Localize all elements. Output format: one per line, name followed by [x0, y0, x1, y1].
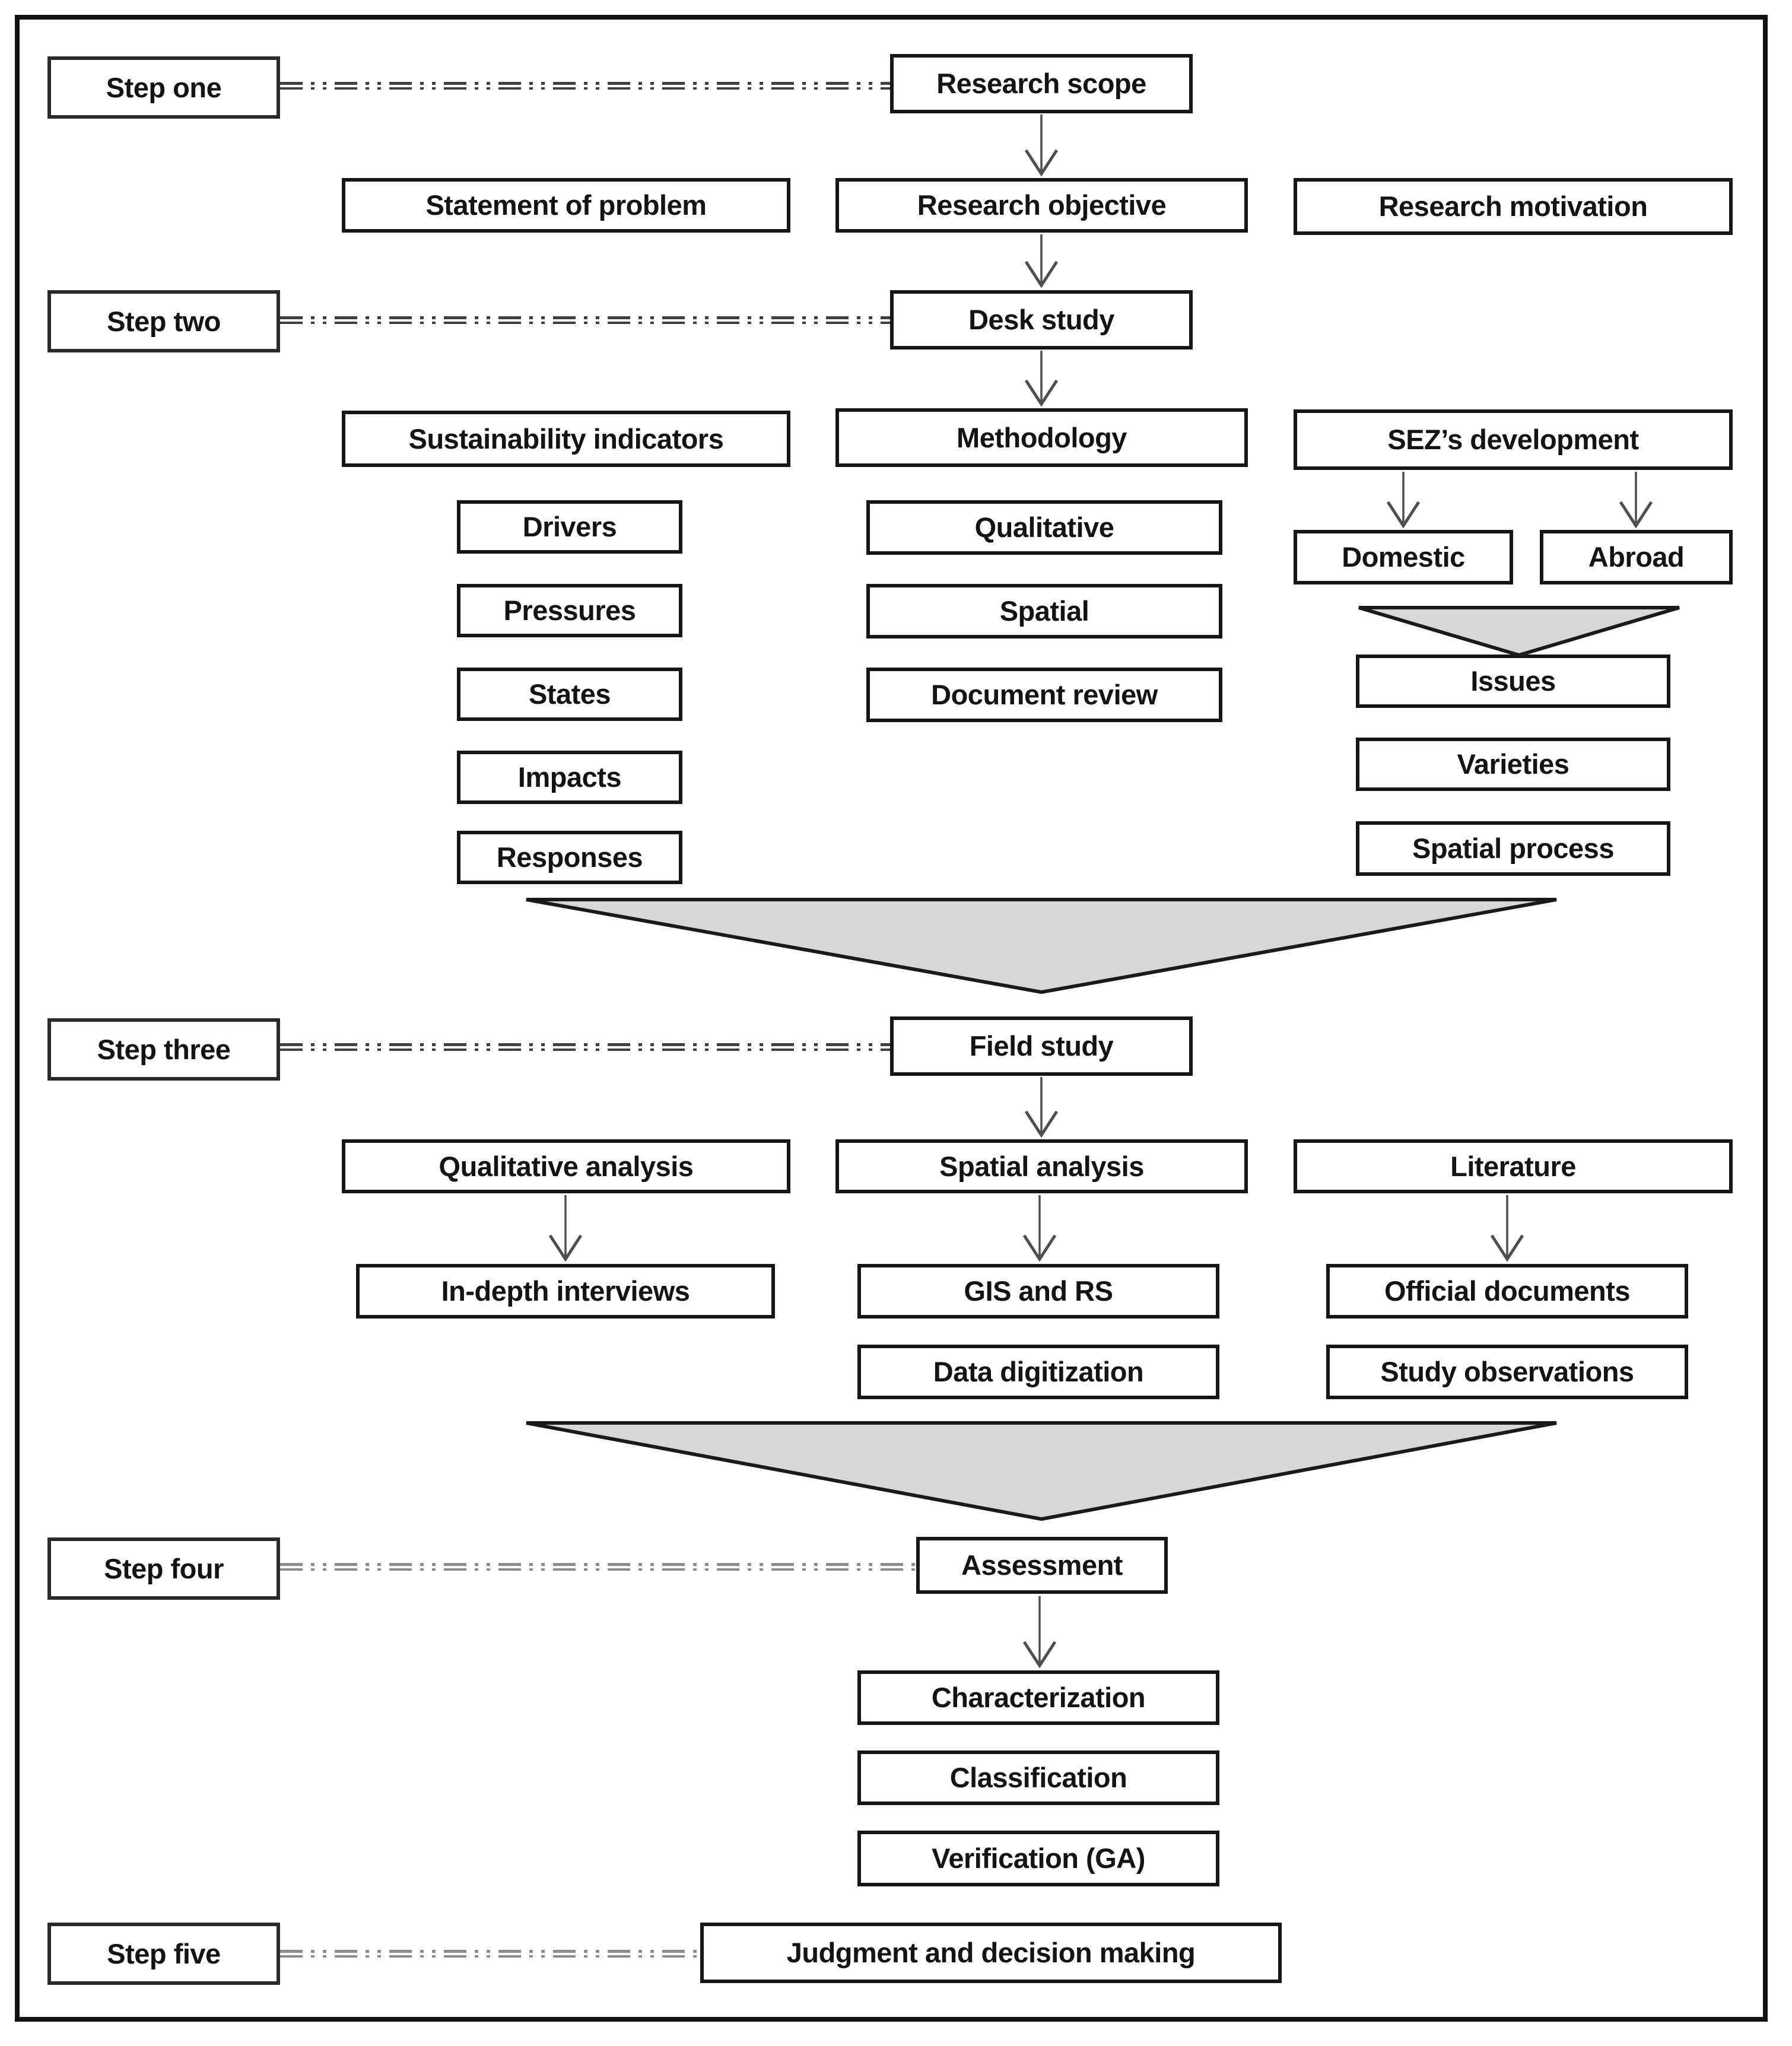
node-official-documents: Official documents — [1326, 1264, 1688, 1319]
arrow-literature-to-official-documents-icon — [1490, 1195, 1524, 1262]
node-impacts: Impacts — [457, 751, 682, 804]
node-step-five: Step five — [47, 1923, 280, 1985]
node-verification-ga: Verification (GA) — [857, 1831, 1219, 1886]
node-characterization: Characterization — [857, 1670, 1219, 1725]
connector-step-five-line — [280, 1950, 700, 1958]
node-qualitative-analysis: Qualitative analysis — [342, 1139, 790, 1193]
node-domestic: Domestic — [1294, 530, 1513, 584]
node-assessment: Assessment — [916, 1537, 1168, 1594]
node-research-objective: Research objective — [835, 178, 1248, 233]
node-varieties: Varieties — [1356, 738, 1670, 791]
arrow-desk-study-to-methodology-icon — [1024, 351, 1059, 406]
node-pressures: Pressures — [457, 584, 682, 637]
node-step-two: Step two — [47, 290, 280, 352]
arrow-qualitative-analysis-to-interviews-icon — [548, 1195, 583, 1262]
arrow-objective-to-desk-study-icon — [1024, 234, 1059, 288]
node-qualitative: Qualitative — [866, 500, 1222, 555]
node-responses: Responses — [457, 831, 682, 884]
node-drivers: Drivers — [457, 500, 682, 554]
node-statement-of-problem: Statement of problem — [342, 178, 790, 233]
connector-step-two-line — [280, 316, 890, 324]
node-literature: Literature — [1294, 1139, 1733, 1193]
node-research-motivation: Research motivation — [1294, 178, 1733, 235]
node-step-one: Step one — [47, 56, 280, 119]
node-in-depth-interviews: In-depth interviews — [356, 1264, 775, 1319]
node-step-three: Step three — [47, 1018, 280, 1081]
node-spatial: Spatial — [866, 584, 1222, 638]
arrow-assessment-to-characterization-icon — [1022, 1596, 1057, 1668]
arrow-sez-to-domestic-icon — [1386, 472, 1421, 528]
node-desk-study: Desk study — [890, 290, 1193, 350]
funnel-triangle-field-study-icon — [526, 1421, 1557, 1521]
node-study-observations: Study observations — [1326, 1345, 1688, 1399]
connector-step-three-line — [280, 1043, 890, 1051]
node-document-review: Document review — [866, 668, 1222, 722]
funnel-triangle-sez-icon — [1358, 606, 1680, 657]
node-gis-and-rs: GIS and RS — [857, 1264, 1219, 1319]
connector-step-four-line — [280, 1563, 916, 1571]
arrow-research-scope-to-objective-icon — [1024, 115, 1059, 176]
node-spatial-process: Spatial process — [1356, 821, 1670, 876]
funnel-triangle-desk-study-icon — [526, 898, 1557, 995]
node-sustainability-indicators: Sustainability indicators — [342, 411, 790, 467]
node-step-four: Step four — [47, 1537, 280, 1600]
arrow-spatial-analysis-to-gis-icon — [1022, 1195, 1057, 1262]
arrow-sez-to-abroad-icon — [1619, 472, 1653, 528]
node-research-scope: Research scope — [890, 54, 1193, 113]
node-issues: Issues — [1356, 655, 1670, 708]
node-classification: Classification — [857, 1750, 1219, 1805]
node-states: States — [457, 668, 682, 721]
node-sez-development: SEZ’s development — [1294, 409, 1733, 470]
node-methodology: Methodology — [835, 408, 1248, 467]
node-data-digitization: Data digitization — [857, 1345, 1219, 1399]
arrow-field-study-to-spatial-analysis-icon — [1024, 1077, 1059, 1138]
connector-step-one-line — [280, 82, 890, 90]
node-abroad: Abroad — [1540, 530, 1733, 584]
node-judgment-decision-making: Judgment and decision making — [700, 1923, 1282, 1983]
node-spatial-analysis: Spatial analysis — [835, 1139, 1248, 1193]
node-field-study: Field study — [890, 1016, 1193, 1076]
